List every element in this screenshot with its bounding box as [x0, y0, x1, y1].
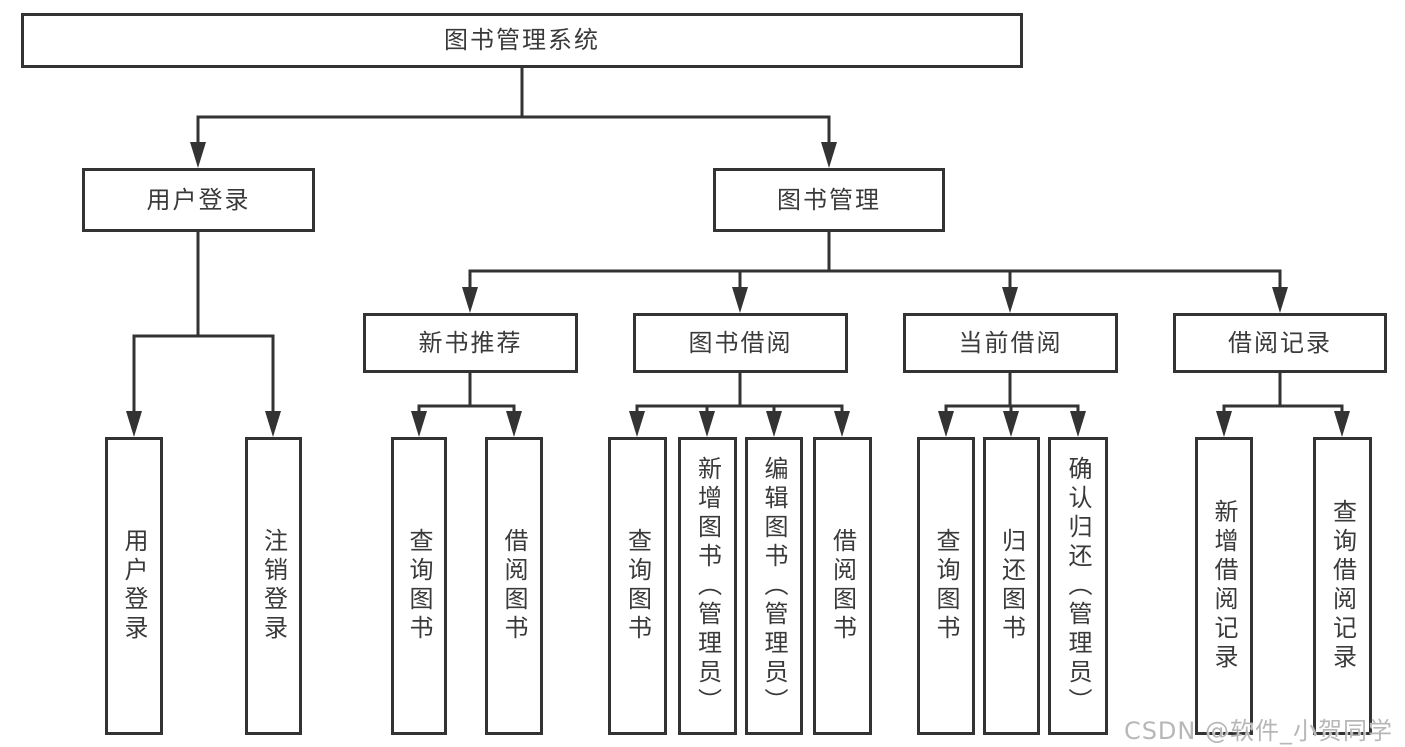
arrowhead-icon: [1002, 287, 1018, 313]
node-book-management: 图书管理: [713, 168, 945, 232]
node-query-books-2: 查询图书: [608, 437, 667, 735]
arrowhead-icon: [1216, 411, 1232, 437]
arrowhead-icon: [834, 411, 850, 437]
arrowhead-icon: [938, 411, 954, 437]
arrowhead-icon: [126, 411, 142, 437]
node-new-book-recommend-label: 新书推荐: [418, 328, 523, 357]
node-user-login-leaf: 用户登录: [105, 437, 163, 735]
node-borrowing-records-label: 借阅记录: [1228, 328, 1332, 357]
node-add-borrow-record-label: 新增借阅记录: [1210, 499, 1238, 673]
csdn-watermark: CSDN @软件_小贺同学: [1123, 717, 1393, 745]
node-borrow-books-1-label: 借阅图书: [500, 528, 528, 644]
node-borrowing-records: 借阅记录: [1173, 313, 1387, 373]
node-current-borrowing: 当前借阅: [903, 313, 1118, 373]
node-logout-leaf: 注销登录: [245, 437, 302, 735]
node-logout-leaf-label: 注销登录: [259, 528, 288, 644]
node-query-books-3-label: 查询图书: [932, 528, 960, 644]
node-borrow-books-2-label: 借阅图书: [828, 528, 857, 644]
node-user-login: 用户登录: [82, 168, 315, 232]
arrowhead-icon: [1272, 287, 1288, 313]
arrowhead-icon: [265, 411, 281, 437]
node-current-borrowing-label: 当前借阅: [958, 328, 1063, 357]
arrowhead-icon: [506, 411, 522, 437]
arrowhead-icon: [462, 287, 478, 313]
arrowhead-icon: [190, 142, 206, 168]
arrowhead-icon: [1070, 411, 1086, 437]
arrowhead-icon: [629, 411, 645, 437]
node-edit-books-admin-label: 编辑图书（管理员）: [760, 455, 788, 717]
node-library-system-label: 图书管理系统: [444, 26, 600, 55]
node-add-books-admin-label: 新增图书（管理员）: [693, 455, 722, 717]
node-add-borrow-record: 新增借阅记录: [1195, 437, 1253, 735]
node-book-management-label: 图书管理: [777, 185, 881, 214]
node-confirm-return-admin-label: 确认归还（管理员）: [1064, 455, 1092, 717]
node-query-books-1-label: 查询图书: [405, 528, 433, 644]
node-borrow-books-2: 借阅图书: [813, 437, 872, 735]
node-query-books-1: 查询图书: [391, 437, 447, 735]
arrowhead-icon: [766, 411, 782, 437]
node-new-book-recommend: 新书推荐: [363, 313, 578, 373]
node-book-borrowing: 图书借阅: [633, 313, 848, 373]
arrowhead-icon: [821, 142, 837, 168]
arrowhead-icon: [1003, 411, 1019, 437]
node-query-borrow-record-label: 查询借阅记录: [1328, 499, 1357, 673]
node-confirm-return-admin: 确认归还（管理员）: [1048, 437, 1108, 735]
node-query-borrow-record: 查询借阅记录: [1313, 437, 1372, 735]
node-library-system: 图书管理系统: [21, 13, 1023, 68]
arrowhead-icon: [1334, 411, 1350, 437]
arrowhead-icon: [411, 411, 427, 437]
node-query-books-2-label: 查询图书: [623, 528, 652, 644]
node-user-login-label: 用户登录: [146, 185, 251, 214]
node-query-books-3: 查询图书: [917, 437, 975, 735]
arrowhead-icon: [699, 411, 715, 437]
node-return-books: 归还图书: [983, 437, 1040, 735]
node-borrow-books-1: 借阅图书: [485, 437, 543, 735]
node-add-books-admin: 新增图书（管理员）: [678, 437, 737, 735]
node-return-books-label: 归还图书: [997, 528, 1026, 644]
node-user-login-leaf-label: 用户登录: [120, 528, 148, 644]
node-book-borrowing-label: 图书借阅: [688, 328, 793, 357]
arrowhead-icon: [732, 287, 748, 313]
node-edit-books-admin: 编辑图书（管理员）: [745, 437, 803, 735]
